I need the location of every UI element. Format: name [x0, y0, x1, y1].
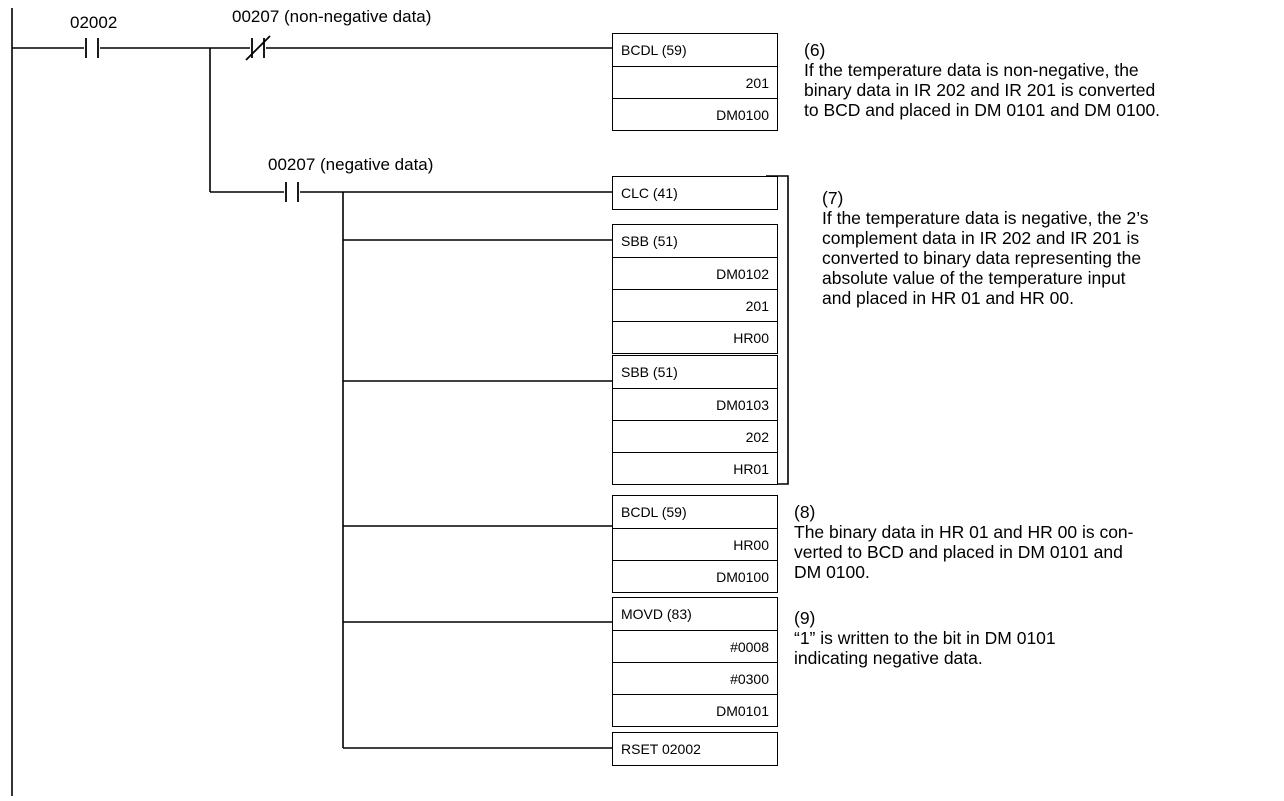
note-line: to BCD and placed in DM 0101 and DM 0100…	[804, 100, 1161, 120]
contact-label-02002: 02002	[70, 13, 117, 32]
note-number: (9)	[794, 608, 816, 628]
instruction-mnemonic: MOVD (83)	[621, 606, 692, 622]
note-line: and placed in HR 01 and HR 00.	[822, 288, 1074, 308]
note-line: If the temperature data is negative, the…	[822, 208, 1149, 228]
note-line: verted to BCD and placed in DM 0101 and	[794, 542, 1123, 562]
instruction-mnemonic: BCDL (59)	[621, 42, 687, 58]
note-line: DM 0100.	[794, 562, 870, 582]
operand: 201	[613, 289, 777, 321]
operand: DM0100	[613, 560, 777, 592]
note-8: (8) The binary data in HR 01 and HR 00 i…	[794, 502, 1133, 582]
contact-00207-nc	[245, 35, 271, 61]
operand: HR01	[613, 452, 777, 484]
note-line: “1” is written to the bit in DM 0101	[794, 628, 1056, 648]
note-number: (7)	[822, 188, 844, 208]
note-line: converted to binary data representing th…	[822, 248, 1142, 268]
note-line: binary data in IR 202 and IR 201 is conv…	[804, 80, 1156, 100]
operand: DM0100	[613, 98, 777, 130]
instruction-bcdl-2: BCDL (59) HR00 DM0100	[612, 495, 778, 593]
contact-label-00207-nc: 00207 (non-negative data)	[232, 7, 431, 26]
note-6: (6) If the temperature data is non-negat…	[804, 40, 1160, 120]
operand: #0008	[613, 630, 777, 662]
instruction-mnemonic: SBB (51)	[621, 364, 678, 380]
instruction-clc: CLC (41)	[612, 176, 778, 210]
instruction-mnemonic: CLC (41)	[621, 185, 678, 201]
instruction-mnemonic: BCDL (59)	[621, 504, 687, 520]
instruction-bcdl-1: BCDL (59) 201 DM0100	[612, 33, 778, 131]
operand: HR00	[613, 321, 777, 353]
instruction-sbb-2: SBB (51) DM0103 202 HR01	[612, 355, 778, 485]
note-line: If the temperature data is non-negative,…	[804, 60, 1139, 80]
note-line: complement data in IR 202 and IR 201 is	[822, 228, 1140, 248]
note-9: (9) “1” is written to the bit in DM 0101…	[794, 608, 1056, 668]
note-number: (8)	[794, 502, 816, 522]
operand: DM0101	[613, 694, 777, 726]
instruction-sbb-1: SBB (51) DM0102 201 HR00	[612, 224, 778, 354]
operand: 202	[613, 420, 777, 452]
instruction-movd: MOVD (83) #0008 #0300 DM0101	[612, 597, 778, 727]
contact-02002	[85, 38, 99, 58]
operand: HR00	[613, 528, 777, 560]
operand: DM0103	[613, 388, 777, 420]
note-7: (7) If the temperature data is negative,…	[822, 188, 1149, 308]
operand: DM0102	[613, 257, 777, 289]
note-line: The binary data in HR 01 and HR 00 is co…	[794, 522, 1134, 542]
note-line: absolute value of the temperature input	[822, 268, 1126, 288]
contact-label-00207-no: 00207 (negative data)	[268, 155, 433, 174]
operand: 201	[613, 66, 777, 98]
contact-00207-no	[285, 182, 299, 202]
instruction-rset: RSET 02002	[612, 732, 778, 766]
note-line: indicating negative data.	[794, 648, 983, 668]
instruction-mnemonic: RSET 02002	[621, 741, 701, 757]
operand: #0300	[613, 662, 777, 694]
instruction-mnemonic: SBB (51)	[621, 233, 678, 249]
note-number: (6)	[804, 40, 826, 60]
